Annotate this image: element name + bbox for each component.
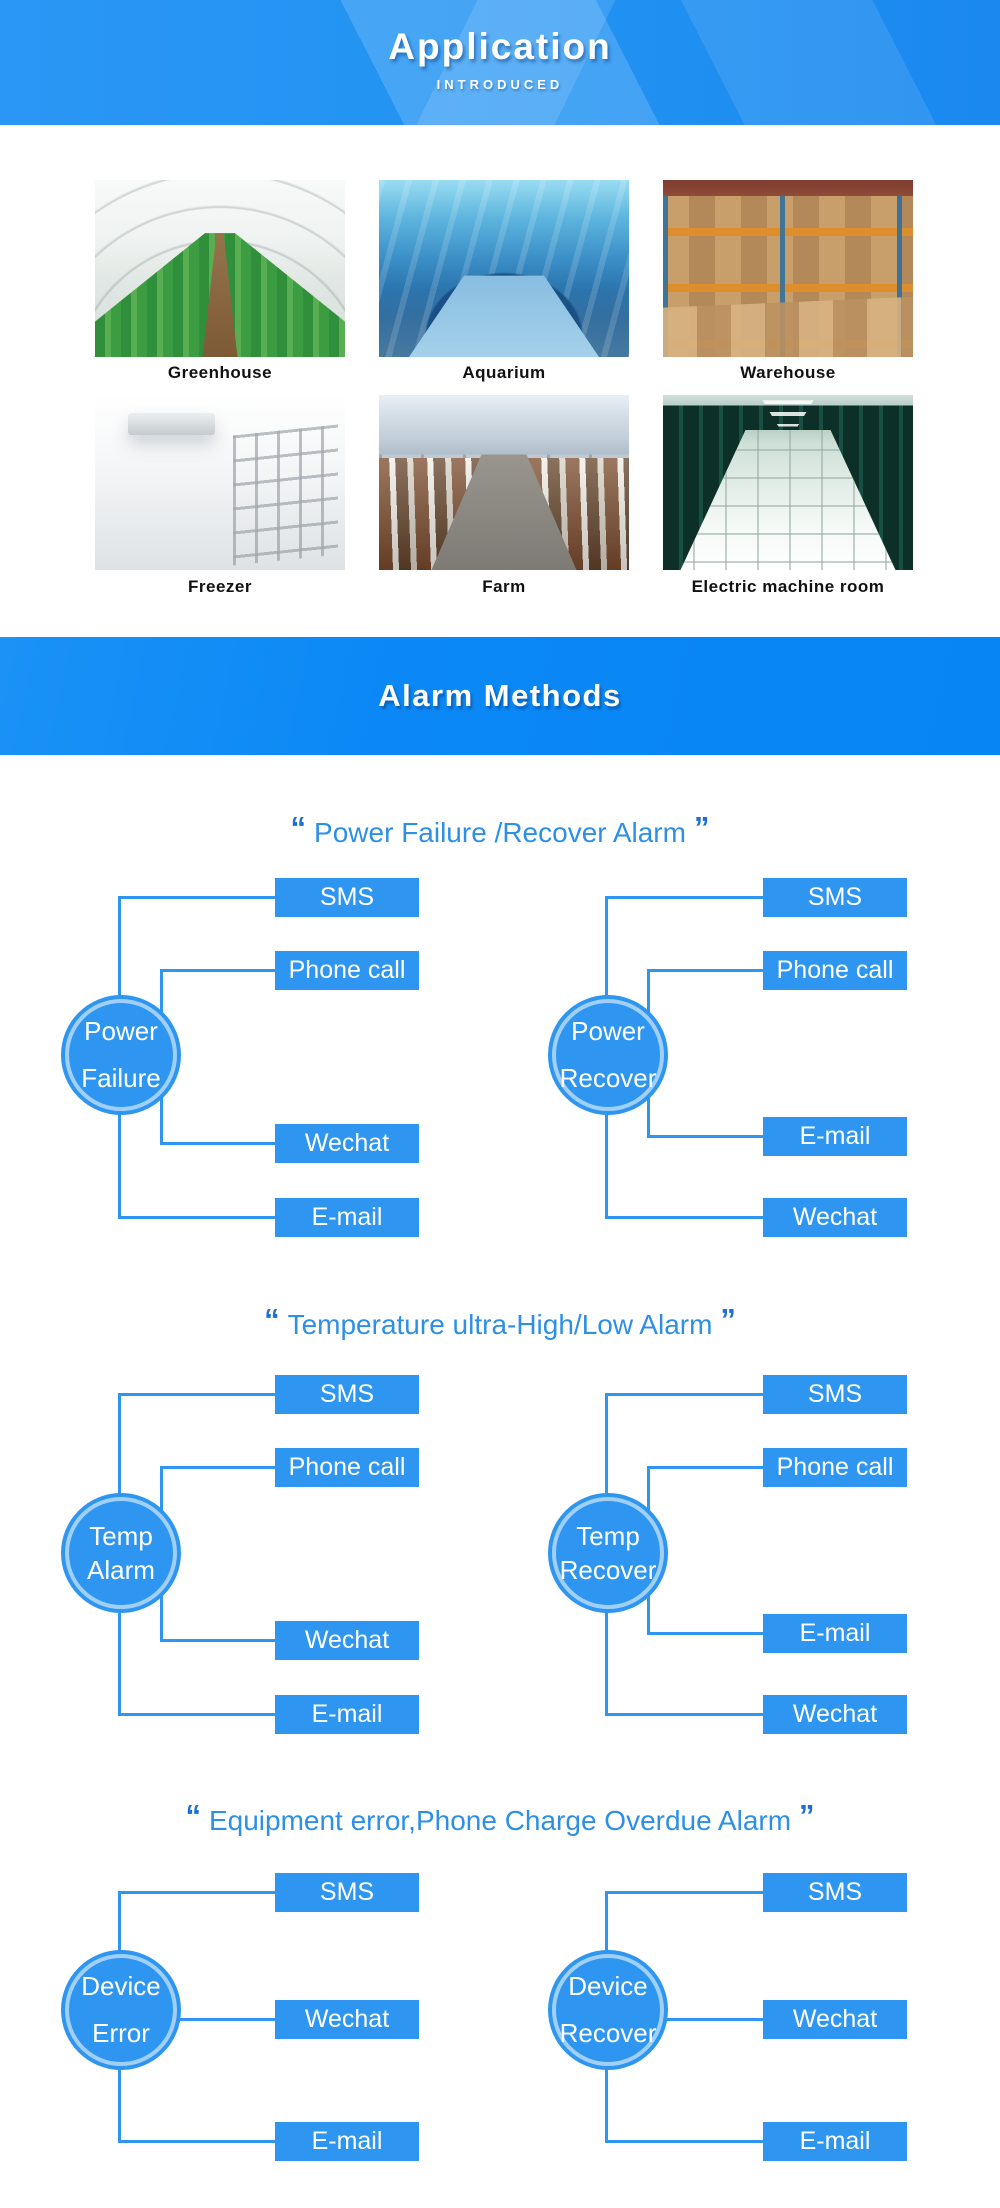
- node-text-line1: Temp: [576, 1520, 640, 1551]
- method-box-sms: SMS: [275, 878, 419, 917]
- greenhouse-photo: [95, 180, 345, 357]
- method-box-email: E-mail: [763, 2122, 907, 2161]
- aquarium-photo: [379, 180, 629, 357]
- aquarium-label: Aquarium: [462, 363, 546, 382]
- connector-line: [160, 1639, 275, 1642]
- machine-room-photo: [663, 395, 913, 570]
- connector-line: [118, 896, 275, 899]
- freezer-label: Freezer: [188, 577, 252, 596]
- method-box-phone: Phone call: [763, 951, 907, 990]
- section-heading-power: “Power Failure /Recover Alarm”: [0, 810, 1000, 853]
- method-box-wechat: Wechat: [763, 2000, 907, 2039]
- application-subtitle: INTRODUCED: [436, 77, 564, 92]
- connector-line: [605, 896, 763, 899]
- node-text-line2: Recover: [559, 1554, 657, 1585]
- alarm-methods-title: Alarm Methods: [378, 678, 622, 713]
- connector-line: [605, 2140, 763, 2143]
- method-box-wechat: Wechat: [763, 1695, 907, 1734]
- application-banner: Application INTRODUCED: [0, 0, 1000, 125]
- method-box-sms: SMS: [763, 1873, 907, 1912]
- node-text-line2: Error: [92, 2018, 150, 2048]
- alarm-methods-banner: Alarm Methods: [0, 637, 1000, 755]
- connector-line: [160, 969, 275, 972]
- node-text-line1: Device: [81, 1971, 161, 2001]
- alarm-node-temp-recover: Temp Recover: [548, 1493, 668, 1613]
- connector-line: [647, 969, 763, 972]
- connector-line: [118, 1216, 275, 1219]
- alarm-node-temp-alarm: Temp Alarm: [61, 1493, 181, 1613]
- connector-line: [605, 1393, 763, 1396]
- method-box-wechat: Wechat: [275, 1621, 419, 1660]
- alarm-node-power-failure: Power Failure: [61, 995, 181, 1115]
- connector-line: [647, 1632, 763, 1635]
- method-box-wechat: Wechat: [275, 2000, 419, 2039]
- node-text-line1: Temp: [89, 1520, 153, 1551]
- close-quote: ”: [799, 1798, 815, 1833]
- farm-photo: [379, 395, 629, 570]
- section-heading-text: Equipment error,Phone Charge Overdue Ala…: [208, 1805, 792, 1836]
- method-box-email: E-mail: [275, 1198, 419, 1237]
- method-box-email: E-mail: [275, 2122, 419, 2161]
- method-box-email: E-mail: [275, 1695, 419, 1734]
- node-text-line1: Power: [571, 1016, 645, 1046]
- freezer-photo: [95, 395, 345, 570]
- method-box-sms: SMS: [763, 878, 907, 917]
- method-box-phone: Phone call: [763, 1448, 907, 1487]
- section-heading-equipment: “Equipment error,Phone Charge Overdue Al…: [0, 1798, 1000, 1841]
- connector-line: [118, 2140, 275, 2143]
- connector-line: [150, 2018, 275, 2021]
- method-box-sms: SMS: [275, 1873, 419, 1912]
- connector-line: [160, 1466, 275, 1469]
- alarm-node-power-recover: Power Recover: [548, 995, 668, 1115]
- close-quote: ”: [693, 810, 710, 845]
- greenhouse-label: Greenhouse: [167, 363, 273, 382]
- machine-room-label: Electric machine room: [691, 577, 885, 596]
- method-box-phone: Phone call: [275, 951, 419, 990]
- node-text-line1: Device: [568, 1971, 648, 2001]
- method-box-email: E-mail: [763, 1117, 907, 1156]
- method-box-email: E-mail: [763, 1614, 907, 1653]
- connector-line: [647, 1466, 763, 1469]
- farm-label: Farm: [482, 577, 526, 596]
- connector-line: [118, 1713, 275, 1716]
- section-heading-text: Power Failure /Recover Alarm: [314, 817, 686, 848]
- node-text-line2: Recover: [559, 1063, 657, 1093]
- connector-line: [637, 2018, 763, 2021]
- method-box-sms: SMS: [763, 1375, 907, 1414]
- connector-line: [605, 1891, 763, 1894]
- alarm-node-device-error: Device Error: [61, 1950, 181, 2070]
- section-heading-text: Temperature ultra-High/Low Alarm: [287, 1309, 713, 1340]
- connector-line: [605, 1713, 763, 1716]
- close-quote: ”: [720, 1302, 736, 1337]
- alarm-node-device-recover: Device Recover: [548, 1950, 668, 2070]
- method-box-phone: Phone call: [275, 1448, 419, 1487]
- open-quote: “: [185, 1798, 201, 1833]
- connector-line: [118, 1393, 275, 1396]
- section-heading-temperature: “Temperature ultra-High/Low Alarm”: [0, 1302, 1000, 1345]
- method-box-sms: SMS: [275, 1375, 419, 1414]
- connector-line: [605, 1216, 763, 1219]
- warehouse-label: Warehouse: [740, 363, 836, 382]
- connector-line: [160, 1142, 275, 1145]
- node-text-line2: Failure: [81, 1063, 161, 1093]
- open-quote: “: [290, 810, 307, 845]
- connector-line: [118, 1891, 275, 1894]
- open-quote: “: [264, 1302, 280, 1337]
- node-text-line2: Alarm: [87, 1554, 155, 1585]
- node-text-line2: Recover: [559, 2018, 657, 2048]
- connector-line: [647, 1135, 763, 1138]
- method-box-wechat: Wechat: [275, 1124, 419, 1163]
- application-title: Application: [388, 26, 612, 67]
- warehouse-photo: [663, 180, 913, 357]
- method-box-wechat: Wechat: [763, 1198, 907, 1237]
- node-text-line1: Power: [84, 1016, 158, 1046]
